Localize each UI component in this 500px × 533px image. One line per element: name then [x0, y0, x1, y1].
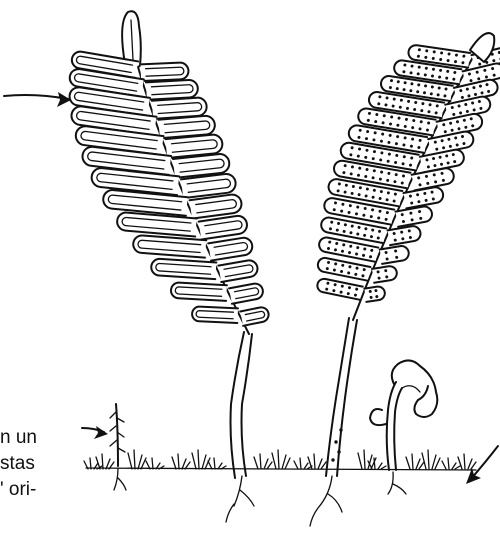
frond-sterile-icon — [68, 11, 270, 478]
grass-tuft — [96, 454, 114, 469]
grass-tuft — [442, 458, 460, 469]
pinna — [380, 245, 410, 264]
arrow-icon — [4, 92, 71, 107]
pinna — [192, 306, 238, 323]
caption-line-3: ' ori- — [0, 480, 36, 499]
pinna — [317, 257, 371, 281]
pinna — [208, 237, 253, 261]
pinna — [364, 286, 385, 302]
grass-tuft — [422, 450, 440, 469]
arrow-icon — [466, 446, 498, 484]
pinna — [403, 186, 444, 208]
young-frond-icon — [370, 360, 437, 470]
grass-tuft — [308, 454, 326, 469]
grass-tuft — [172, 454, 190, 469]
grass-tuft — [208, 458, 226, 469]
pinna — [395, 205, 433, 226]
pinna — [229, 282, 264, 303]
root-icon — [114, 468, 406, 526]
grass-tuft — [272, 450, 290, 469]
pinna — [171, 282, 227, 301]
grass-tuft — [406, 454, 424, 469]
pinna — [151, 258, 217, 279]
grass-tuft — [358, 450, 376, 469]
pinna — [133, 235, 207, 258]
grass-tuft — [458, 454, 476, 469]
grass-tuft — [254, 454, 272, 469]
pinna — [199, 215, 249, 240]
pinna — [372, 265, 398, 283]
pinna — [218, 259, 258, 282]
frond-fertile-icon — [316, 33, 500, 476]
pinna — [240, 306, 270, 326]
grass-tuft — [146, 458, 164, 469]
grass-tuft — [128, 450, 146, 469]
caption-line-2: stas — [0, 454, 35, 473]
pinna — [140, 62, 188, 81]
pinna — [146, 79, 198, 99]
pinna — [388, 225, 422, 245]
arrow-icon — [82, 426, 108, 439]
caption-line-1: n un — [0, 428, 37, 447]
pinna — [316, 278, 363, 300]
tiny-frond-icon — [110, 404, 125, 466]
grass-icon — [84, 450, 476, 470]
grass-tuft — [192, 450, 210, 469]
